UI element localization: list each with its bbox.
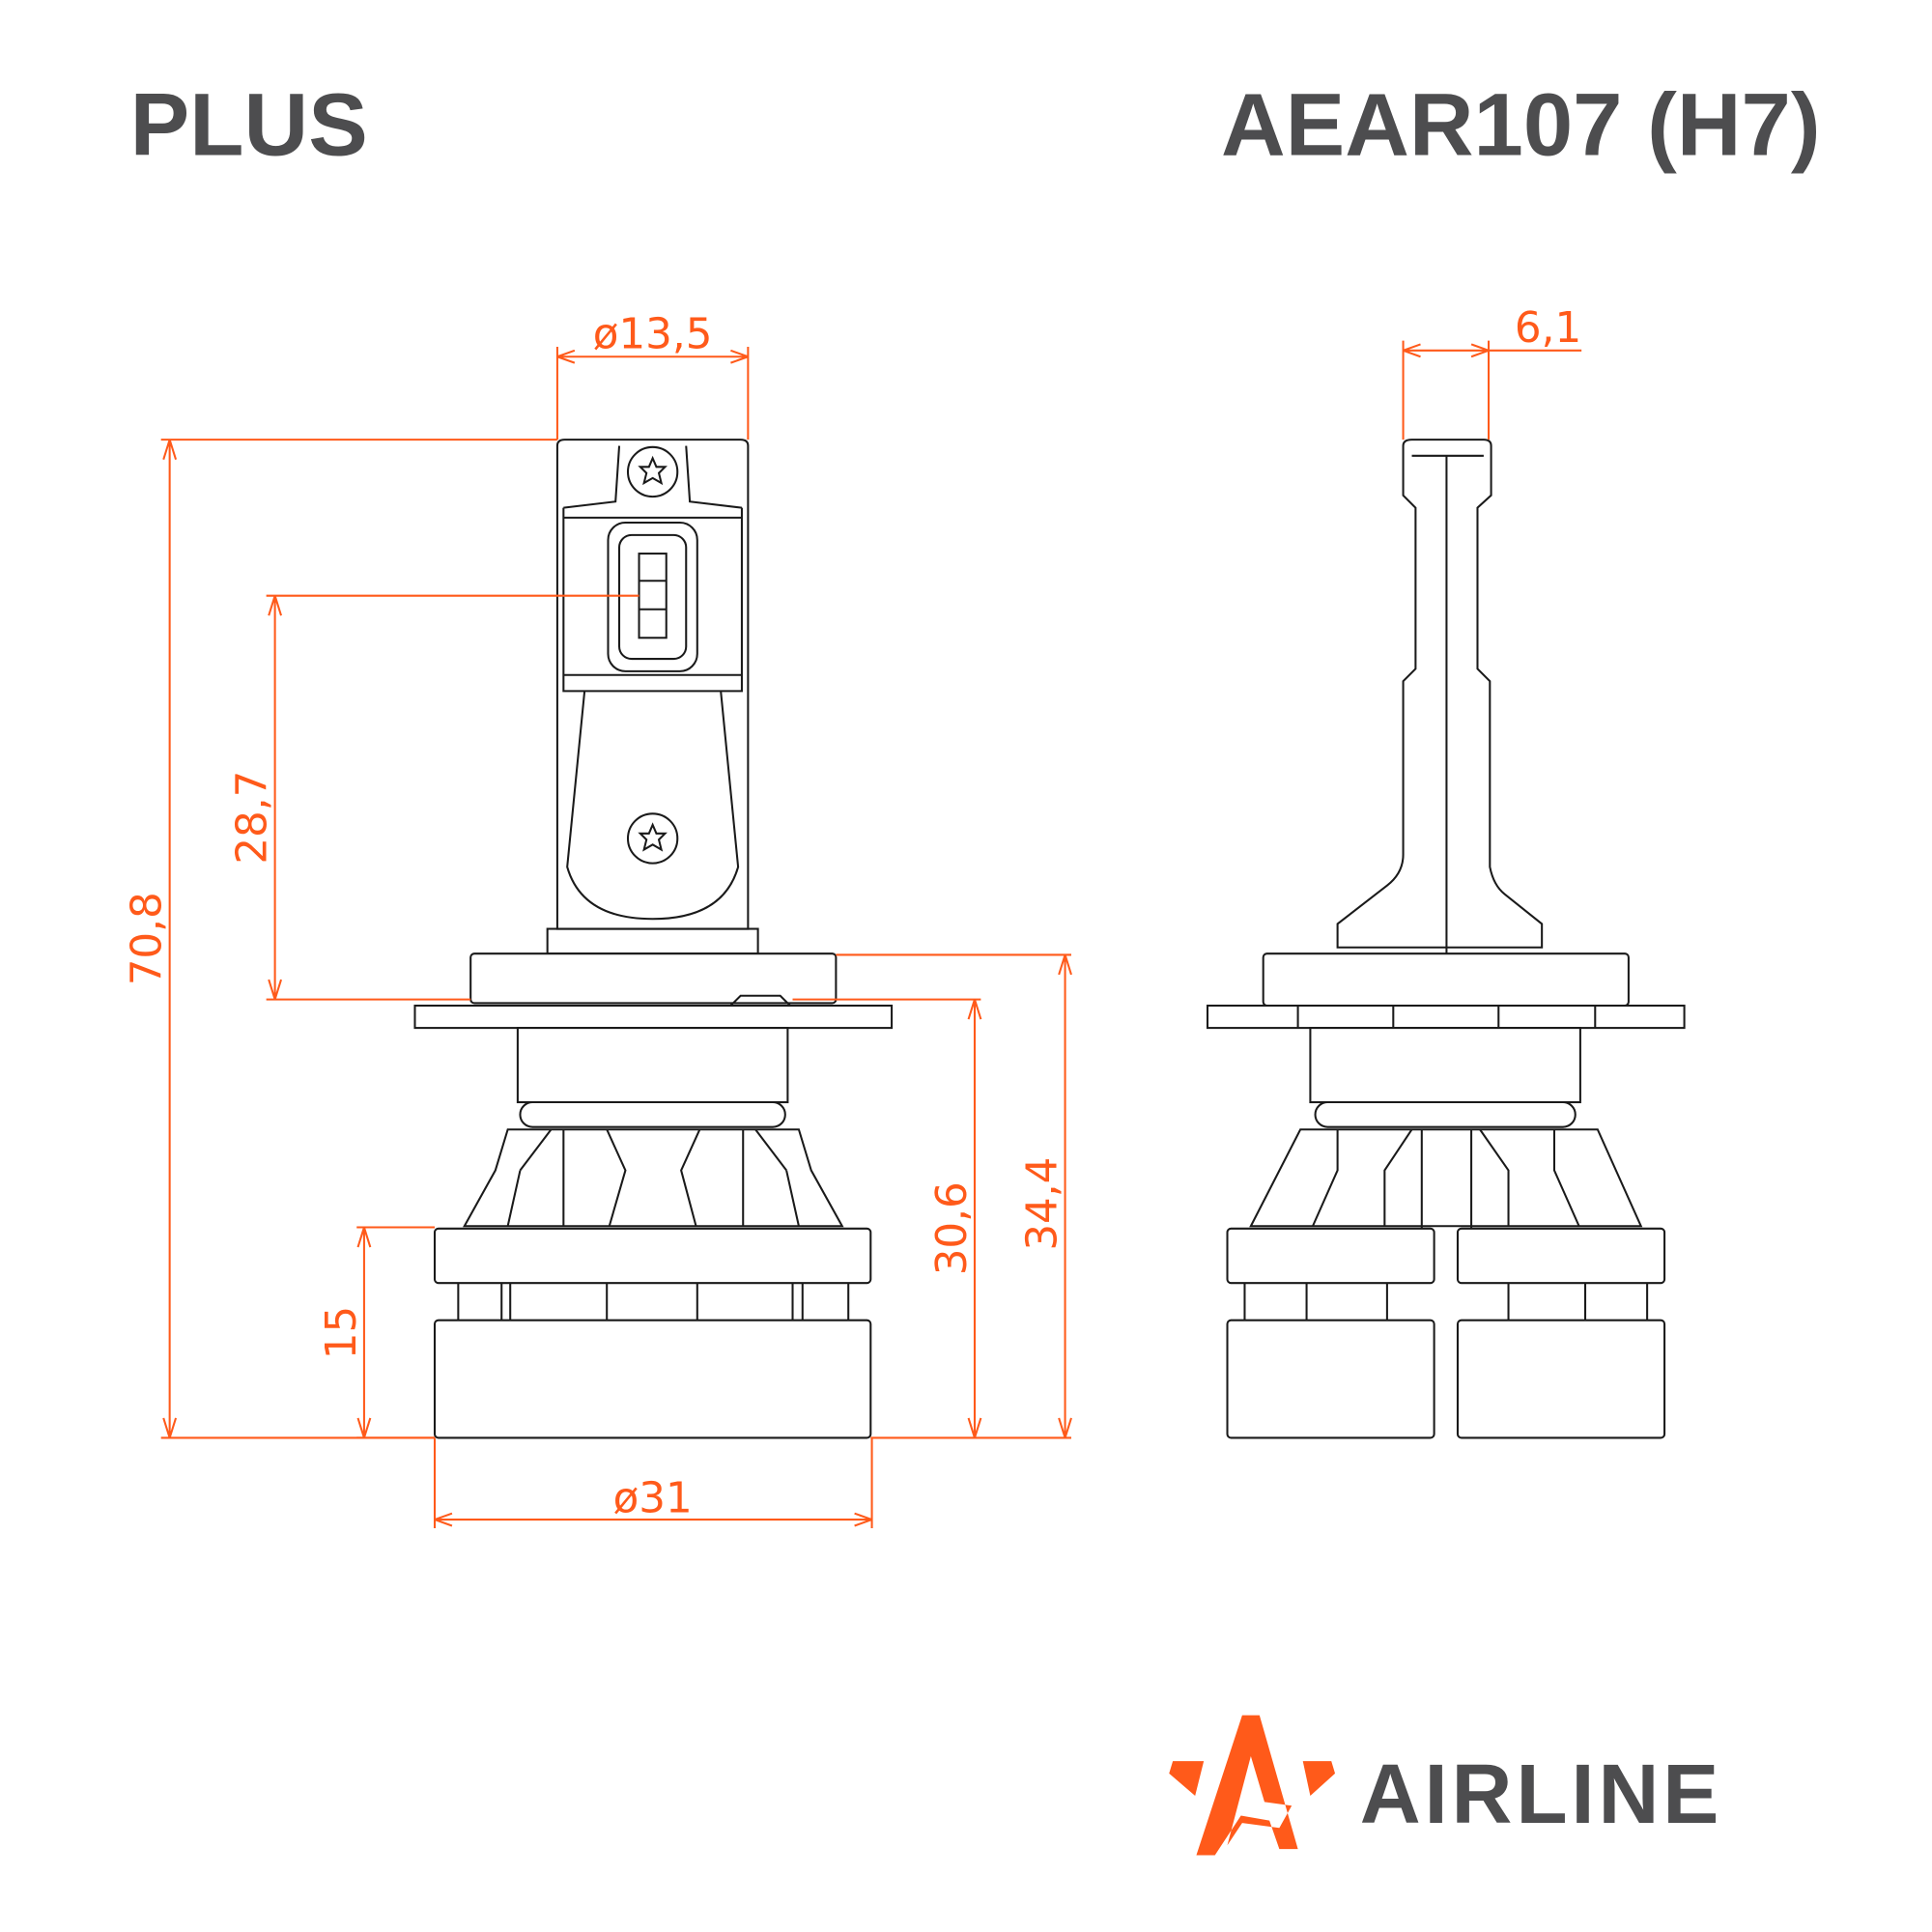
dim-led-height: 28,7: [229, 771, 277, 865]
bulb-side-view: [1206, 439, 1686, 1439]
bulb-front-view: [413, 439, 894, 1439]
dim-base-diameter: ø31: [613, 1474, 693, 1522]
brand-name: AIRLINE: [1360, 1747, 1723, 1841]
dim-flange-to-bottom: 30,6: [928, 1181, 977, 1275]
dim-side-width: 6,1: [1515, 304, 1581, 353]
airline-logo: AIRLINE: [1169, 1715, 1723, 1856]
dim-led-diameter: ø13,5: [593, 310, 713, 358]
series-title: PLUS: [130, 73, 368, 174]
dimension-lines: [160, 340, 1582, 1529]
dim-collar-to-bottom: 34,4: [1019, 1157, 1067, 1251]
airline-star-icon: [1169, 1715, 1336, 1856]
model-title: AEAR107 (H7): [1221, 73, 1821, 174]
dim-base-height: 15: [318, 1306, 366, 1359]
dim-total-length: 70,8: [124, 892, 172, 985]
